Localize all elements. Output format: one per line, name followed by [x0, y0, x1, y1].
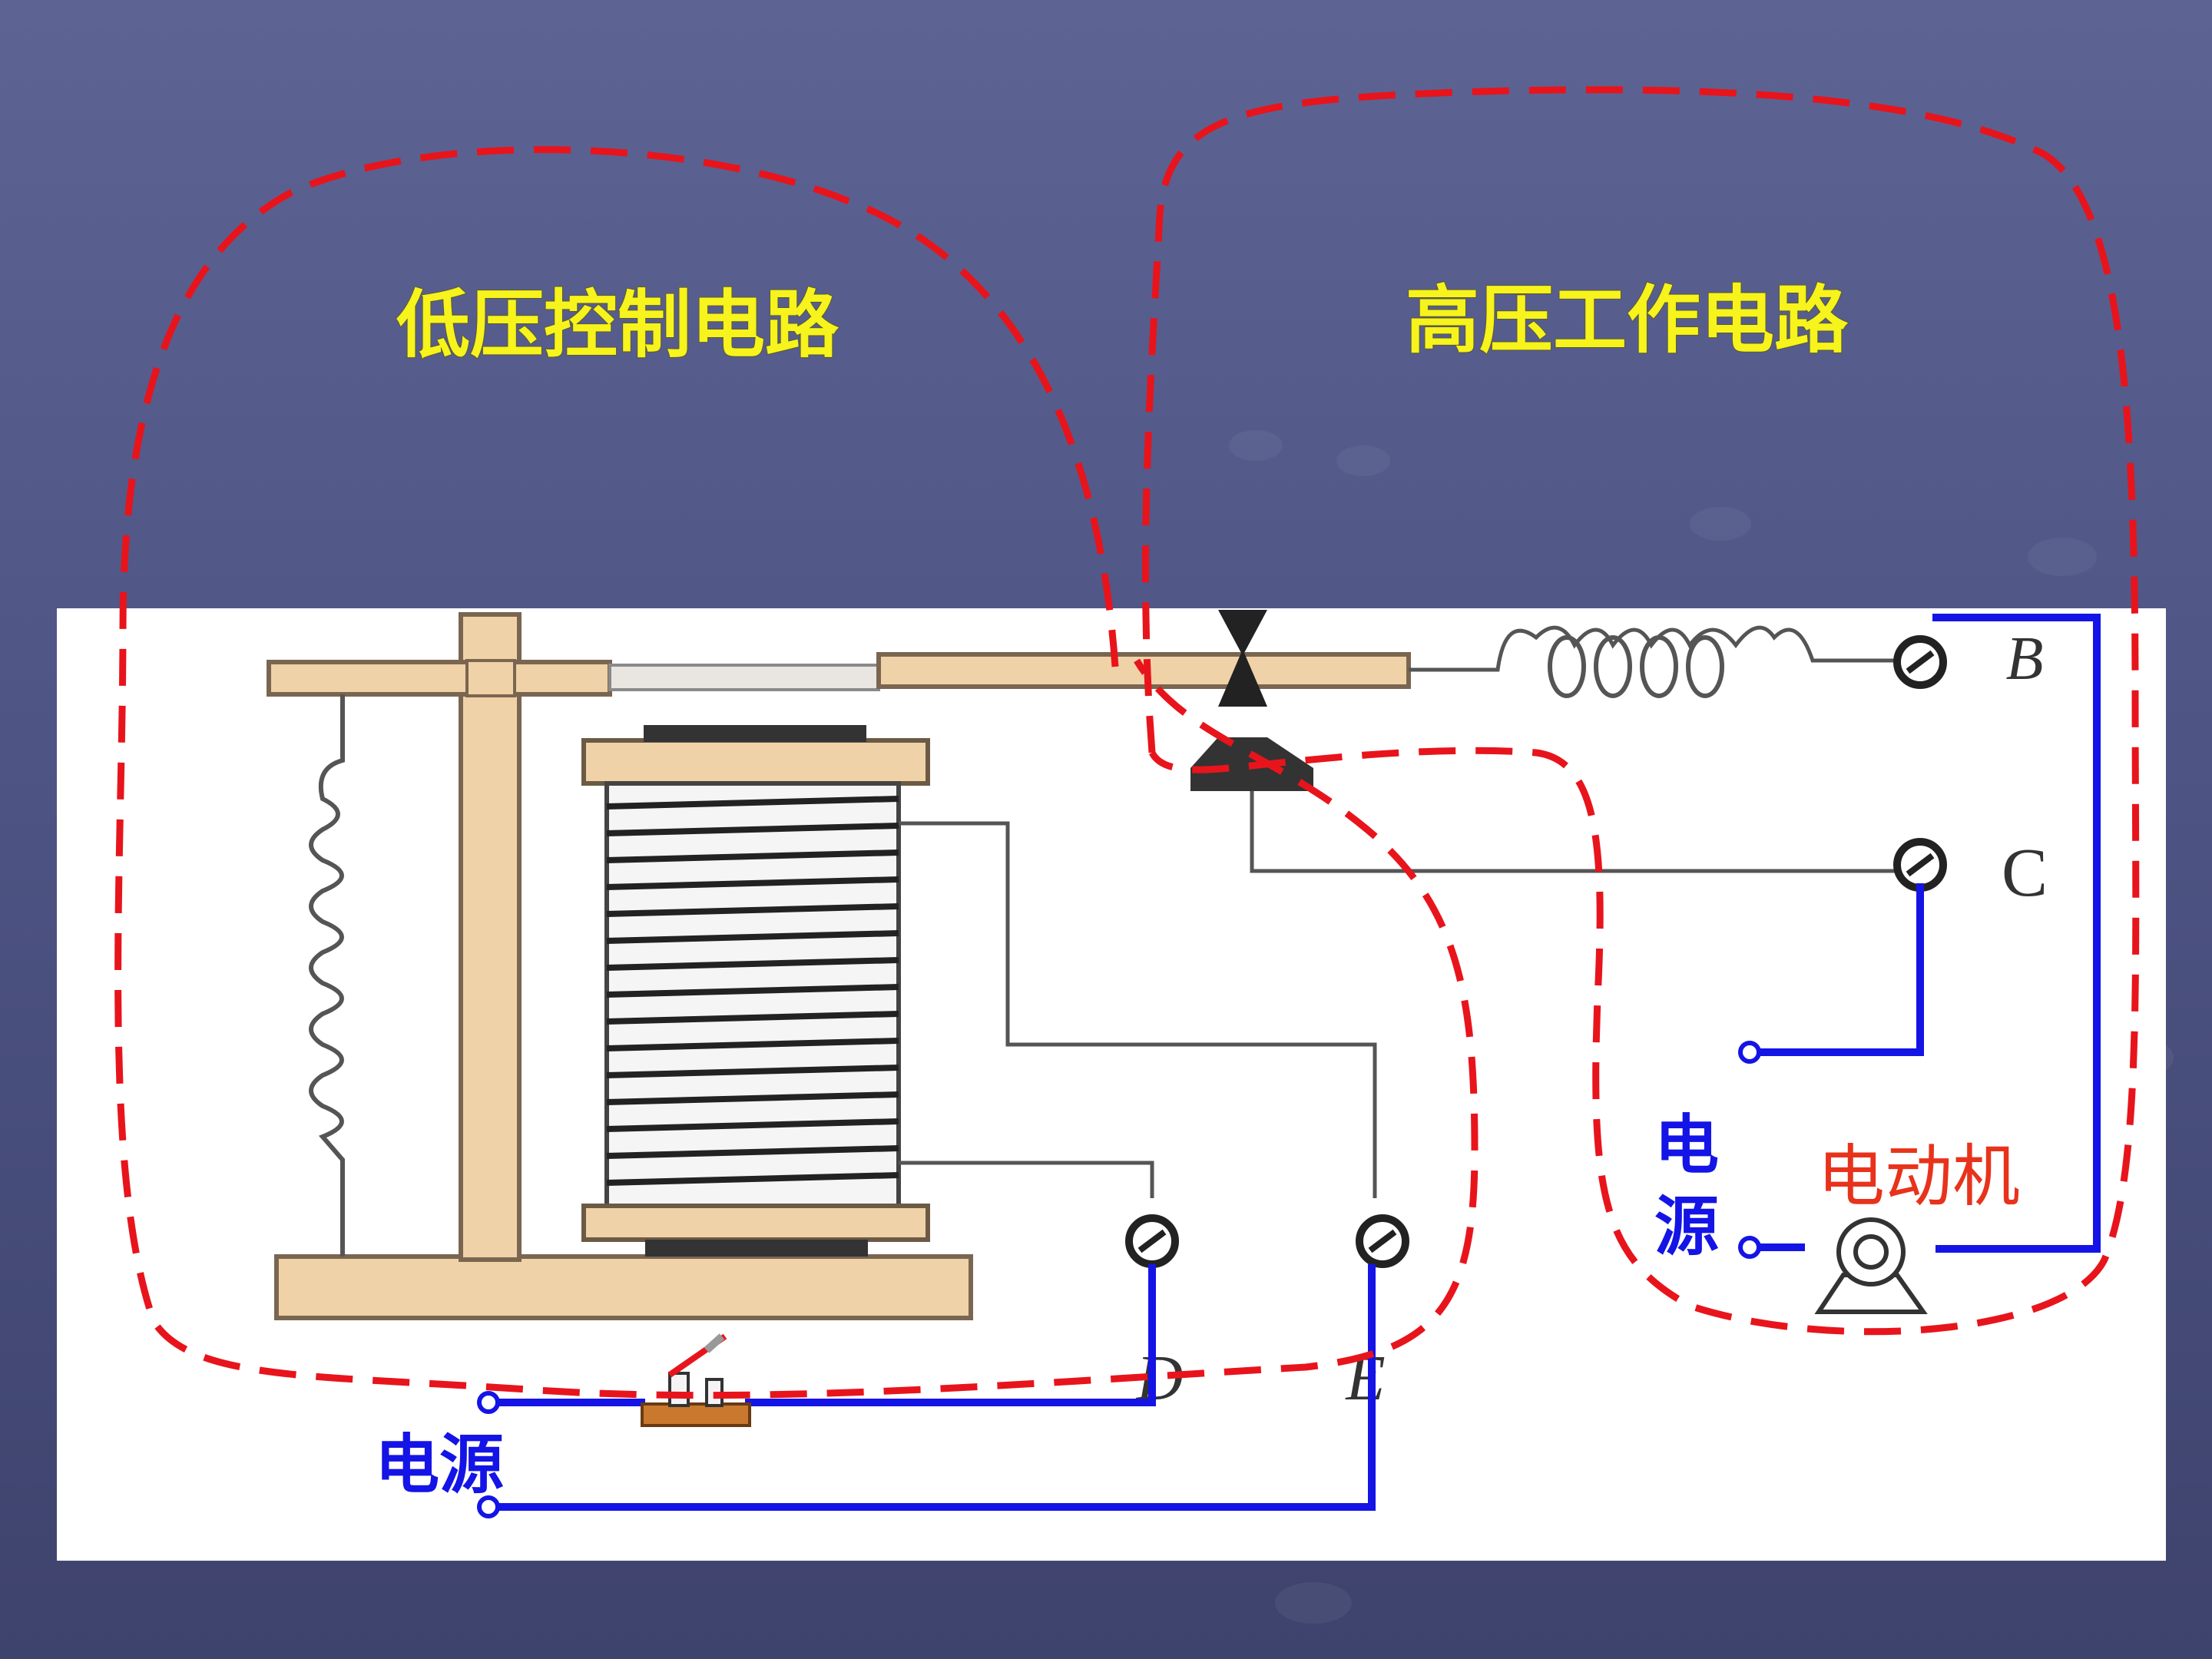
armature-arm-left: [267, 660, 612, 697]
terminal-c-label: C: [2002, 835, 2048, 911]
electromagnet: [581, 725, 930, 1257]
high-power-source-label-top: 电: [1654, 1108, 1719, 1183]
low-voltage-region-outline: [114, 146, 1479, 1399]
background-dot: [1229, 430, 1283, 461]
armature-arm-middle: [608, 664, 880, 691]
coil-bottom-flange: [581, 1204, 930, 1242]
knife-switch[interactable]: [641, 1333, 751, 1427]
low-source-terminal-bottom: [477, 1495, 500, 1518]
support-post: [459, 612, 522, 1262]
high-source-terminal-top: [1738, 1041, 1761, 1064]
low-source-terminal-top: [477, 1391, 500, 1414]
background-dot: [2028, 538, 2097, 576]
control-circuit-wires: [488, 1264, 1376, 1511]
low-power-source-label: 电源: [375, 1427, 504, 1502]
return-spring: [309, 694, 345, 1257]
spring-loops: [1548, 635, 1724, 698]
coil-windings: [606, 796, 899, 1186]
terminal-b: [1893, 635, 1947, 689]
background-dot: [1336, 445, 1390, 476]
high-power-source-label-bottom: 源: [1654, 1189, 1719, 1264]
high-voltage-region-outline: [1141, 86, 2140, 1336]
high-voltage-circuit-title: 高压工作电路: [1406, 277, 1849, 363]
background-dot: [1275, 1582, 1352, 1624]
moving-contact: [1218, 610, 1267, 707]
high-source-terminal-bottom: [1738, 1236, 1761, 1259]
diagram-panel: [57, 608, 2166, 1561]
tension-spring: [1409, 625, 1897, 672]
terminal-b-label: B: [2006, 625, 2044, 693]
pivot-block: [465, 659, 516, 697]
low-voltage-circuit-title: 低压控制电路: [396, 282, 839, 368]
internal-wiring: [899, 791, 1897, 1198]
motor-icon: [1814, 1217, 1928, 1314]
coil-core-bottom: [645, 1240, 868, 1257]
background-dot: [1690, 507, 1751, 541]
terminal-d: [1125, 1214, 1179, 1268]
motor-label: 电动机: [1817, 1137, 2020, 1216]
base-board: [274, 1254, 973, 1320]
coil-core-top: [644, 725, 866, 742]
terminal-c: [1893, 838, 1947, 892]
coil-top-flange: [581, 738, 930, 786]
terminal-e: [1356, 1214, 1409, 1268]
